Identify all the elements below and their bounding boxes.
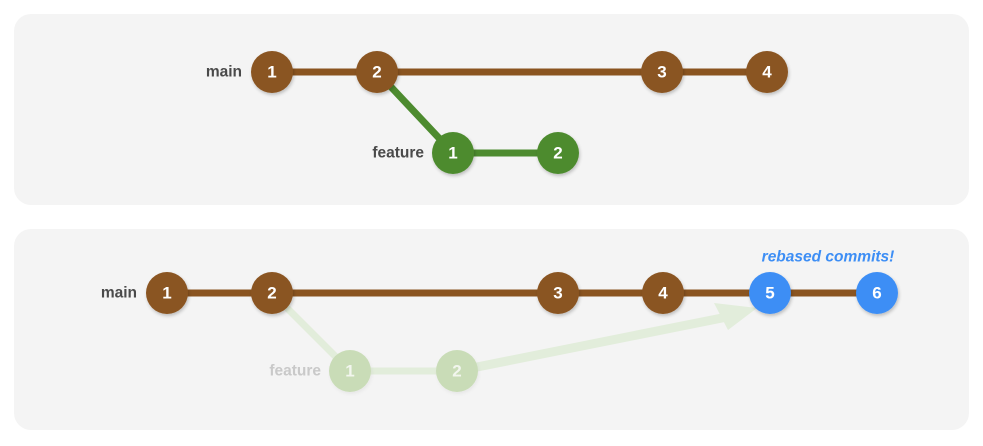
commit-number: 6	[872, 284, 881, 303]
commit-node-main-2-bottom[interactable]: 2	[251, 272, 293, 314]
commit-number: 4	[762, 63, 772, 82]
commit-circle[interactable]	[642, 272, 684, 314]
commit-circle[interactable]	[641, 51, 683, 93]
commit-node-rebased-5[interactable]: 5	[749, 272, 791, 314]
faded-commit-node-feature-2[interactable]: 2	[436, 350, 478, 392]
commit-node-feature-2-top[interactable]: 2	[537, 132, 579, 174]
rebase-arrow-shaft	[456, 309, 743, 376]
commit-circle[interactable]	[537, 272, 579, 314]
commit-node-main-4-bottom[interactable]: 4	[642, 272, 684, 314]
commit-circle[interactable]	[436, 350, 478, 392]
after-rebase-graph: main feature 1 2 1 2 3	[101, 249, 898, 392]
commit-number: 2	[452, 362, 461, 381]
commit-circle[interactable]	[856, 272, 898, 314]
faded-commit-node-feature-1[interactable]: 1	[329, 350, 371, 392]
commit-circle[interactable]	[329, 350, 371, 392]
commit-node-main-1-bottom[interactable]: 1	[146, 272, 188, 314]
commit-number: 1	[448, 144, 457, 163]
commit-node-main-4-top[interactable]: 4	[746, 51, 788, 93]
commit-circle[interactable]	[356, 51, 398, 93]
commit-node-feature-1-top[interactable]: 1	[432, 132, 474, 174]
commit-number: 5	[765, 284, 774, 303]
commit-node-main-3-bottom[interactable]: 3	[537, 272, 579, 314]
branch-label-main-top: main	[206, 64, 242, 81]
commit-number: 2	[267, 284, 276, 303]
commit-circle[interactable]	[432, 132, 474, 174]
commit-circle[interactable]	[251, 51, 293, 93]
commit-number: 1	[162, 284, 171, 303]
commit-circle[interactable]	[251, 272, 293, 314]
commit-number: 3	[657, 63, 666, 82]
commit-node-rebased-6[interactable]: 6	[856, 272, 898, 314]
commit-circle[interactable]	[537, 132, 579, 174]
branch-label-main-bottom: main	[101, 285, 137, 302]
commit-number: 3	[553, 284, 562, 303]
commit-circle[interactable]	[749, 272, 791, 314]
commit-circle[interactable]	[146, 272, 188, 314]
commit-number: 2	[553, 144, 562, 163]
branch-label-feature-bottom: feature	[269, 363, 321, 380]
commit-node-main-2-top[interactable]: 2	[356, 51, 398, 93]
commit-node-main-1-top[interactable]: 1	[251, 51, 293, 93]
after-rebase-card	[14, 229, 969, 430]
commit-number: 1	[267, 63, 276, 82]
before-rebase-graph: main feature 1 2 3 4 1	[206, 51, 788, 174]
rebase-arrow-head-icon	[714, 303, 757, 330]
rebased-commits-annotation: rebased commits!	[762, 249, 895, 266]
branch-label-feature-top: feature	[372, 145, 424, 162]
commit-number: 1	[345, 362, 354, 381]
before-rebase-card	[14, 14, 969, 205]
commit-number: 4	[658, 284, 668, 303]
commit-circle[interactable]	[746, 51, 788, 93]
commit-node-main-3-top[interactable]: 3	[641, 51, 683, 93]
commit-number: 2	[372, 63, 381, 82]
